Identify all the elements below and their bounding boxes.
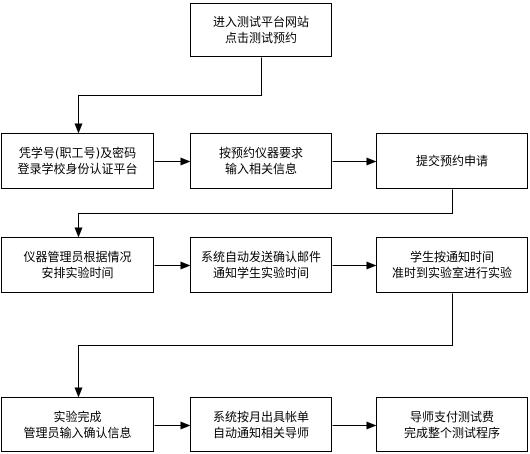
- node-run-experiment-line-2: 准时到实验室进行实验: [391, 266, 512, 280]
- node-confirm-line-2: 管理员输入确认信息: [23, 425, 132, 440]
- node-pay-line-2: 完成整个测试程序: [403, 425, 500, 440]
- node-schedule: 仪器管理员根据情况 安排实验时间: [1, 237, 154, 293]
- node-login-line-1: 凭学号(职工号)及密码: [18, 146, 137, 160]
- node-bill-line-1: 系统按月出具帐单: [212, 409, 309, 424]
- node-send-email-line-1: 系统自动发送确认邮件: [200, 250, 321, 264]
- node-run-experiment: 学生按通知时间 准时到实验室进行实验: [376, 237, 528, 293]
- node-submit-request: 提交预约申请: [376, 133, 528, 189]
- arrow-run-experiment-to-confirm: [74, 293, 453, 398]
- arrow-visit-site-to-login: [74, 57, 262, 134]
- node-schedule-line-2: 安排实验时间: [41, 266, 114, 280]
- node-run-experiment-line-1: 学生按通知时间: [409, 250, 494, 264]
- node-pay-line-1: 导师支付测试费: [409, 409, 494, 424]
- node-schedule-line-1: 仪器管理员根据情况: [23, 250, 132, 264]
- node-visit-site-line-1: 进入测试平台网站: [212, 15, 309, 29]
- node-enter-info: 按预约仪器要求 输入相关信息: [190, 133, 332, 189]
- node-pay: 导师支付测试费 完成整个测试程序: [376, 397, 528, 452]
- node-send-email: 系统自动发送确认邮件 通知学生实验时间: [190, 237, 332, 293]
- node-confirm-line-1: 实验完成: [53, 409, 102, 424]
- node-login-line-2: 登录学校身份认证平台: [17, 162, 138, 176]
- arrow-submit-request-to-schedule: [74, 189, 453, 238]
- node-visit-site: 进入测试平台网站 点击测试预约: [190, 3, 332, 57]
- node-bill-line-2: 自动通知相关导师: [212, 425, 309, 440]
- node-enter-info-line-1: 按预约仪器要求: [218, 146, 303, 160]
- node-send-email-line-2: 通知学生实验时间: [212, 266, 309, 280]
- node-confirm: 实验完成 管理员输入确认信息: [1, 397, 154, 452]
- node-enter-info-line-2: 输入相关信息: [224, 162, 297, 176]
- node-login: 凭学号(职工号)及密码 登录学校身份认证平台: [1, 133, 154, 189]
- node-bill: 系统按月出具帐单 自动通知相关导师: [190, 397, 332, 452]
- node-submit-request-line-1: 提交预约申请: [415, 154, 488, 168]
- node-visit-site-line-2: 点击测试预约: [224, 31, 297, 45]
